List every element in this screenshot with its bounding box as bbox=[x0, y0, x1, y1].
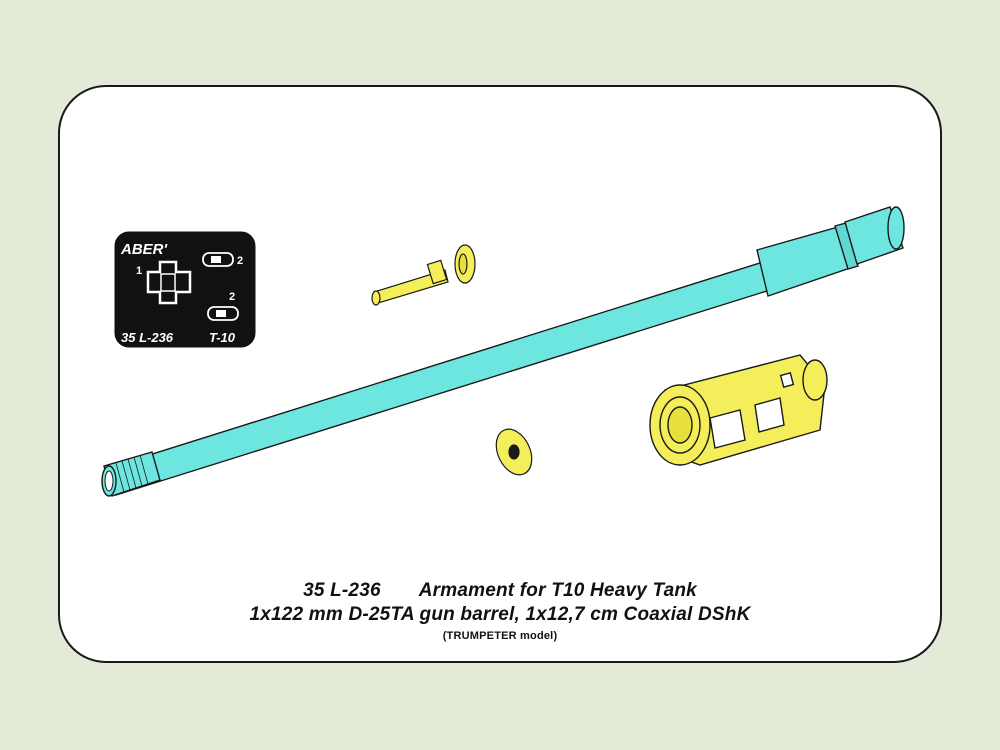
logo-label-2a: 2 bbox=[237, 255, 243, 267]
bullet-part-icon bbox=[202, 252, 234, 267]
logo-label-2b: 2 bbox=[229, 291, 235, 303]
caption-title-line: 35 L-236 Armament for T10 Heavy Tank bbox=[210, 580, 790, 602]
muzzle-brake bbox=[649, 354, 828, 466]
aber-logo: ABER' 1 2 2 35 L-236 T-10 bbox=[114, 231, 256, 348]
washer bbox=[495, 428, 533, 476]
caption-note: (TRUMPETER model) bbox=[442, 630, 558, 642]
caption-code: 35 L-236 bbox=[303, 580, 381, 601]
cross-part-icon bbox=[146, 260, 192, 305]
coaxial-mg-barrel bbox=[371, 244, 476, 306]
gun-barrel bbox=[101, 206, 905, 497]
logo-footer-code: 35 L-236 bbox=[121, 330, 174, 345]
logo-label-1: 1 bbox=[136, 265, 142, 277]
bullet-part-icon-2 bbox=[207, 306, 239, 321]
logo-footer-model: T-10 bbox=[209, 330, 236, 345]
caption-contents: 1x122 mm D-25TA gun barrel, 1x12,7 cm Co… bbox=[249, 604, 751, 625]
caption-title: Armament for T10 Heavy Tank bbox=[418, 580, 697, 601]
logo-brand: ABER' bbox=[120, 241, 168, 258]
